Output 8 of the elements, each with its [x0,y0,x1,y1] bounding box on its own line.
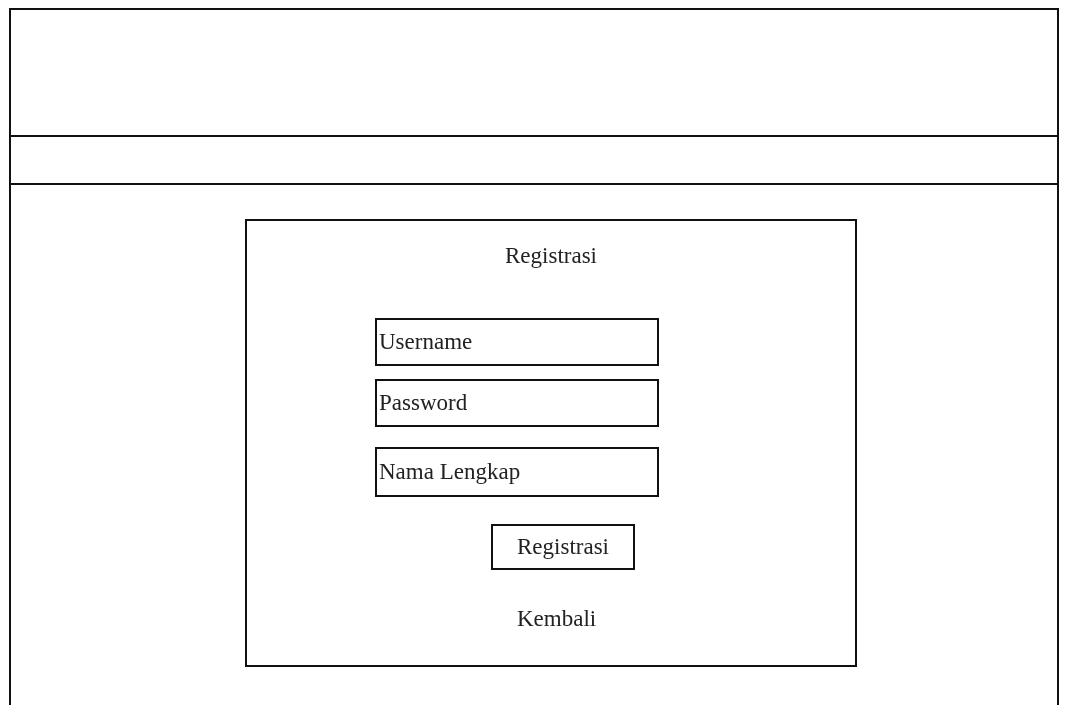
input-field: Username [375,318,659,366]
back-link: Kembali [517,606,597,632]
input-field: Nama Lengkap [375,447,659,497]
input-field: Password [375,379,659,427]
form-panel [245,219,857,667]
form-title: Registrasi [504,243,598,269]
page-frame [9,8,1059,705]
register-button: Registrasi [491,524,635,570]
